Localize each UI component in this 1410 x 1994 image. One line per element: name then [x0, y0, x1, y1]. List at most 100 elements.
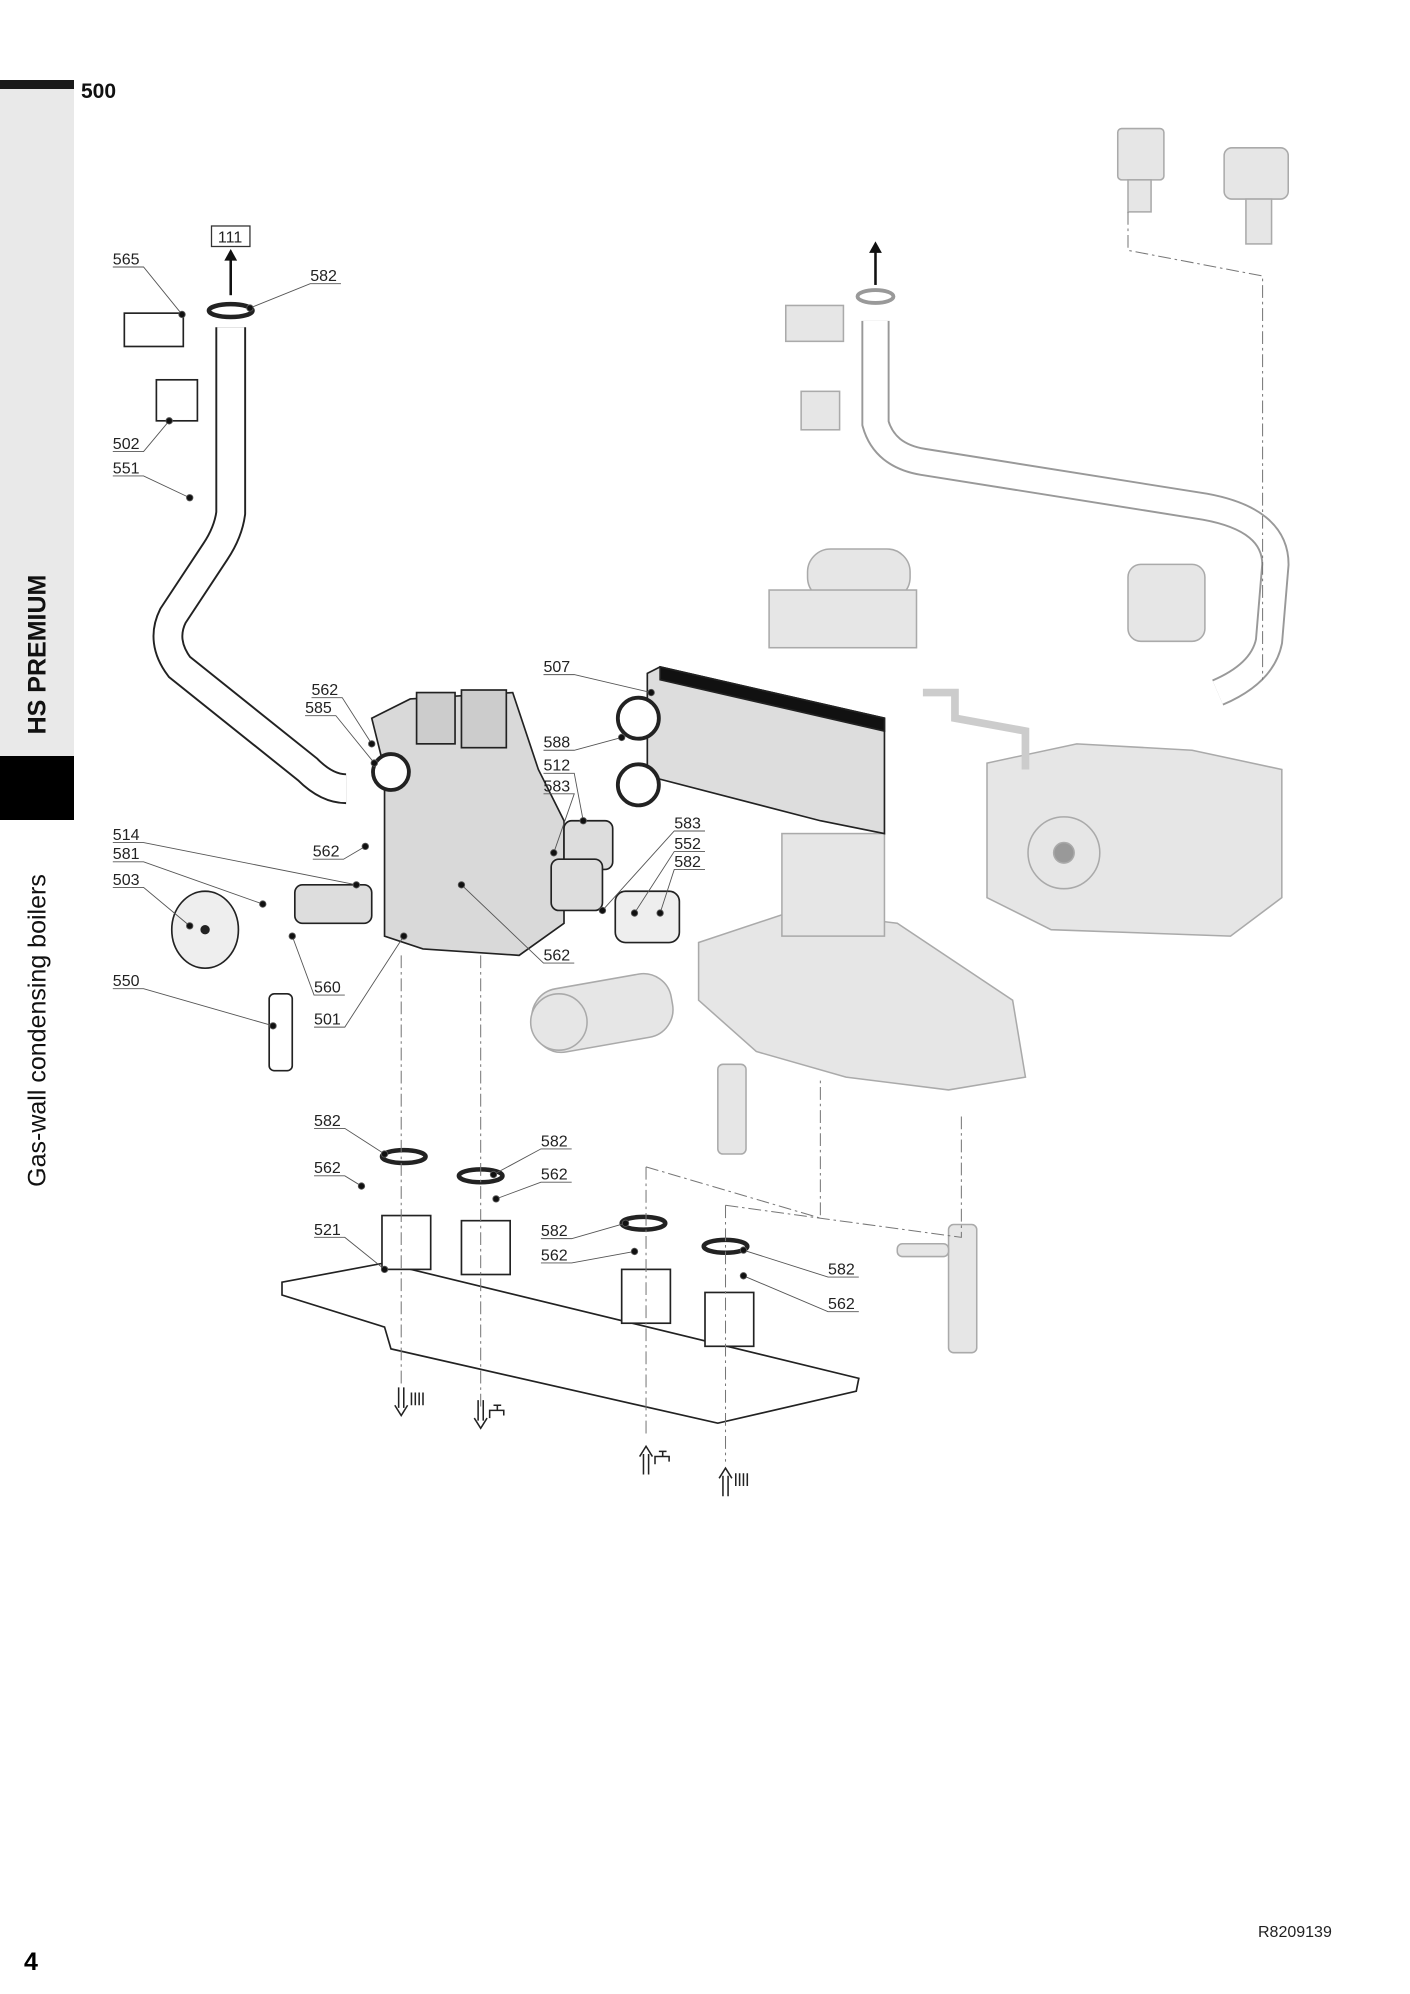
leader-line [312, 845, 366, 860]
connection-pipe-551 [152, 327, 348, 805]
leader-line [112, 475, 190, 499]
flow-symbols [394, 1387, 749, 1497]
ghost-assembly [529, 127, 1289, 1354]
callout-507: 507 [543, 658, 570, 676]
callout-562: 562 [828, 1295, 855, 1313]
callout-583: 583 [674, 814, 701, 832]
leader-line [291, 935, 345, 996]
leader-line [112, 861, 263, 905]
callout-582: 582 [314, 1112, 341, 1130]
callout-560: 560 [314, 979, 341, 997]
leader-line [314, 1175, 362, 1187]
callout-leaders [112, 266, 859, 1313]
ghost-pipe [861, 320, 1290, 706]
leader-line [249, 283, 341, 309]
leader-dot [186, 494, 194, 502]
leader-line [461, 884, 575, 964]
leader-dot [550, 849, 558, 857]
leader-dot [621, 1219, 630, 1227]
leader-dot [352, 881, 360, 889]
leader-dot [630, 909, 639, 917]
callout-512: 512 [543, 757, 570, 775]
callout-585: 585 [305, 699, 332, 717]
leader-line [543, 793, 575, 853]
leader-dot [739, 1246, 748, 1254]
leader-dot [656, 909, 664, 917]
leader-dot [269, 1022, 277, 1030]
leader-dot [380, 1150, 389, 1158]
callout-552: 552 [674, 835, 701, 853]
callout-562: 562 [314, 1159, 341, 1177]
leader-line [659, 869, 705, 914]
leader-line [112, 420, 170, 453]
heating-return-in-icon [718, 1466, 749, 1497]
leader-line [493, 1148, 572, 1175]
callout-565: 565 [113, 250, 140, 268]
leader-dot [357, 1182, 366, 1190]
leader-dot [489, 1170, 498, 1179]
callout-502: 502 [113, 435, 140, 453]
leader-line [314, 1236, 385, 1270]
leader-line [543, 772, 584, 821]
leader-line [112, 842, 357, 886]
leader-dot [739, 1272, 748, 1280]
callout-551: 551 [113, 459, 140, 477]
leader-line [540, 1222, 626, 1240]
callout-581: 581 [113, 845, 140, 863]
callout-583: 583 [543, 777, 570, 795]
callout-562: 562 [541, 1166, 568, 1184]
leader-line [743, 1249, 859, 1278]
leader-dot [288, 932, 296, 940]
callout-582: 582 [674, 853, 701, 871]
callout-562: 562 [541, 1246, 568, 1264]
leader-dot [630, 1247, 639, 1256]
callout-582: 582 [310, 267, 337, 285]
heating-flow-out-icon [394, 1387, 424, 1417]
header-rule [0, 80, 74, 89]
leader-line [112, 988, 274, 1027]
reference-box-111: 111 [218, 229, 242, 247]
leader-line [314, 1127, 385, 1155]
leader-dot [492, 1195, 500, 1203]
callout-503: 503 [113, 871, 140, 889]
callout-550: 550 [113, 972, 140, 990]
leader-dot [370, 759, 378, 767]
centre-lines [400, 211, 1264, 1462]
sidebar-tab [0, 89, 74, 756]
leader-dot [178, 310, 186, 319]
leader-line [543, 736, 622, 751]
leader-line [540, 1250, 635, 1264]
leader-dot [457, 881, 466, 889]
leader-dot [400, 932, 408, 940]
leader-dot [361, 842, 369, 851]
leader-dot [380, 1265, 389, 1274]
leader-line [602, 830, 705, 911]
leader-line [112, 266, 183, 315]
reference-111 [210, 225, 882, 296]
section-number: 500 [81, 80, 117, 103]
leader-line [311, 697, 373, 745]
leader-dot [618, 733, 626, 742]
leader-line [112, 886, 190, 927]
leader-dot [246, 304, 254, 312]
callout-514: 514 [113, 826, 140, 844]
leader-line [634, 851, 705, 914]
leader-dot [579, 817, 587, 825]
callout-521: 521 [314, 1221, 341, 1239]
leader-line [305, 715, 375, 764]
leader-line [314, 935, 405, 1028]
leader-dot [598, 906, 607, 915]
leader-line [743, 1275, 859, 1313]
sidebar-marker [0, 756, 74, 820]
leader-dot [165, 417, 173, 425]
callout-562: 562 [543, 946, 570, 964]
callout-582: 582 [828, 1261, 855, 1279]
callout-562: 562 [311, 681, 338, 699]
hot-water-out-icon [473, 1400, 505, 1430]
leader-dot [647, 688, 655, 697]
callout-582: 582 [541, 1222, 568, 1240]
leader-dot [259, 900, 267, 908]
leader-line [495, 1181, 572, 1200]
callout-582: 582 [541, 1132, 568, 1150]
